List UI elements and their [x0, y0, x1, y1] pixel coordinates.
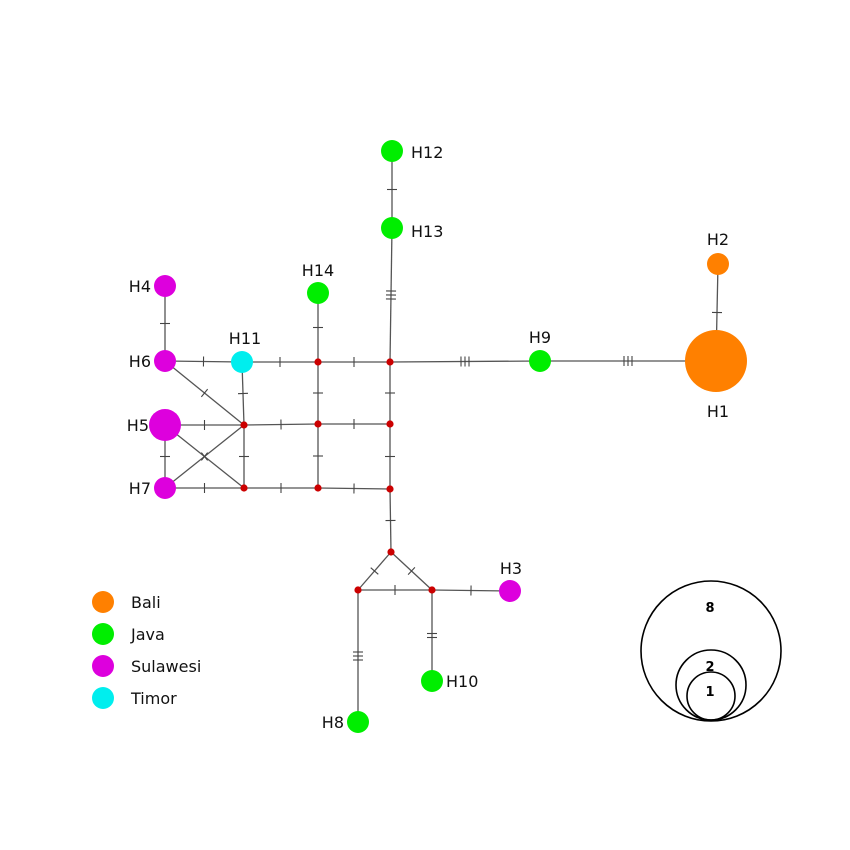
- mutation-tick: [407, 566, 416, 576]
- mutation-ticks: [160, 188, 723, 661]
- median-vectors: [240, 358, 436, 594]
- median-vector-node: [428, 586, 436, 594]
- haplotype-h12: H12: [381, 140, 443, 162]
- haplotype-node-h12: [381, 140, 403, 162]
- legend-label: Bali: [131, 593, 161, 612]
- legend-label: Sulawesi: [131, 657, 201, 676]
- mutation-tick: [200, 388, 209, 398]
- haplotype-h11: H11: [229, 329, 261, 373]
- haplotype-node-h5: [149, 409, 181, 441]
- legend-swatch: [92, 623, 114, 645]
- legend-label: Timor: [130, 689, 177, 708]
- haplotype-label: H6: [129, 352, 151, 371]
- median-vector-node: [240, 484, 248, 492]
- haplotype-label: H8: [322, 713, 344, 732]
- haplotype-label: H5: [127, 416, 149, 435]
- haplotype-label: H1: [707, 402, 729, 421]
- haplotype-h2: H2: [707, 230, 729, 275]
- legend-swatch: [92, 655, 114, 677]
- haplotype-label: H10: [446, 672, 478, 691]
- median-vector-node: [314, 420, 322, 428]
- median-vector-node: [240, 421, 248, 429]
- haplotype-label: H7: [129, 479, 151, 498]
- haplotype-node-h9: [529, 350, 551, 372]
- legend-item-bali: Bali: [92, 591, 161, 613]
- median-vector-node: [386, 358, 394, 366]
- haplotype-h14: H14: [302, 261, 334, 304]
- scale-circle-1: [686, 671, 736, 721]
- haplotype-node-h4: [154, 275, 176, 297]
- haplotype-node-h7: [154, 477, 176, 499]
- scale-label: 8: [705, 601, 714, 616]
- haplotype-label: H14: [302, 261, 334, 280]
- scale-label: 1: [705, 685, 714, 700]
- scale-label: 2: [705, 660, 714, 675]
- haplotype-h10: H10: [421, 670, 478, 692]
- haplotype-label: H13: [411, 222, 443, 241]
- legend-item-java: Java: [92, 623, 165, 645]
- legend-item-sulawesi: Sulawesi: [92, 655, 201, 677]
- haplotype-h8: H8: [322, 711, 369, 733]
- haplotype-node-h2: [707, 253, 729, 275]
- size-scale: 8 2 1: [640, 580, 782, 722]
- haplotype-node-h3: [499, 580, 521, 602]
- haplotype-label: H2: [707, 230, 729, 249]
- haplotype-h7: H7: [129, 477, 176, 499]
- haplotype-h1: H1: [685, 330, 747, 421]
- median-vector-node: [386, 485, 394, 493]
- haplotype-node-h8: [347, 711, 369, 733]
- median-vector-node: [314, 484, 322, 492]
- haplotype-label: H12: [411, 143, 443, 162]
- haplotype-label: H11: [229, 329, 261, 348]
- haplotype-h13: H13: [381, 217, 443, 241]
- haplotype-h5: H5: [127, 409, 181, 441]
- haplotype-node-h11: [231, 351, 253, 373]
- legend-label: Java: [130, 625, 165, 644]
- legend-swatch: [92, 591, 114, 613]
- haplotype-node-h10: [421, 670, 443, 692]
- median-vector-node: [387, 548, 395, 556]
- haplotype-node-h14: [307, 282, 329, 304]
- scale-circle-8: [640, 580, 782, 722]
- median-vector-node: [386, 420, 394, 428]
- legend-item-timor: Timor: [92, 687, 177, 709]
- mutation-tick: [370, 567, 379, 575]
- haplotype-node-h13: [381, 217, 403, 239]
- haplotype-h4: H4: [129, 275, 176, 297]
- haplotype-label: H3: [500, 559, 522, 578]
- median-vector-node: [314, 358, 322, 366]
- haplotype-h6: H6: [129, 350, 176, 372]
- median-vector-node: [354, 586, 362, 594]
- haplotype-node-h1: [685, 330, 747, 392]
- haplotype-label: H9: [529, 328, 551, 347]
- haplotype-label: H4: [129, 277, 151, 296]
- legend-swatch: [92, 687, 114, 709]
- haplotype-h9: H9: [529, 328, 551, 372]
- haplotype-h3: H3: [499, 559, 522, 602]
- haplotype-node-h6: [154, 350, 176, 372]
- mutation-tick: [200, 452, 209, 461]
